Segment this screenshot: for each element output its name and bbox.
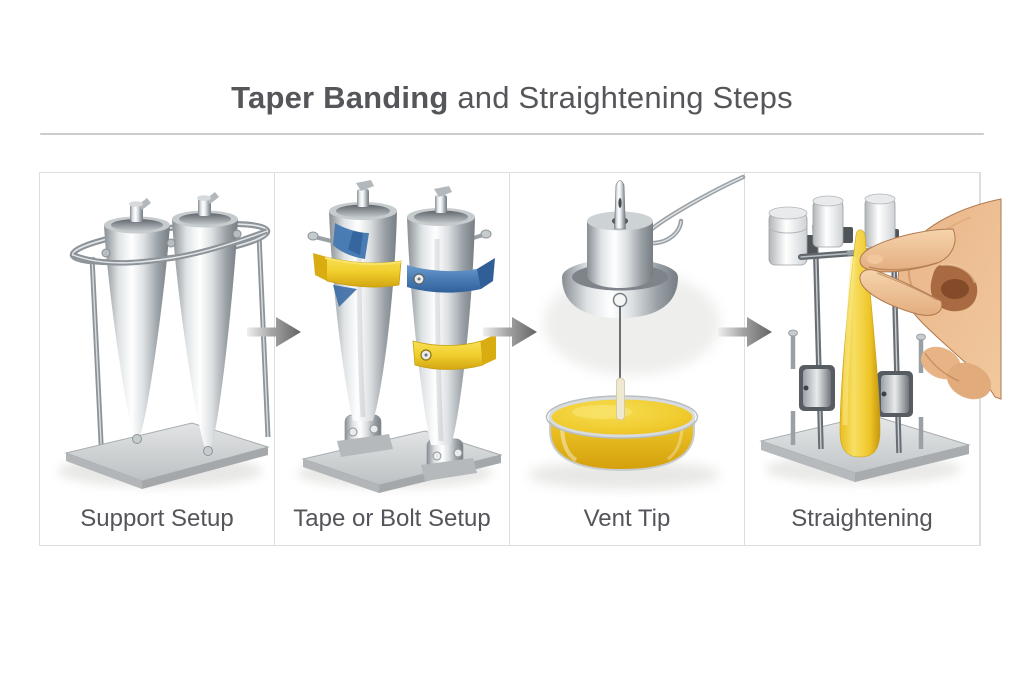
- step-caption: Straightening: [745, 497, 979, 545]
- page-title: Taper Banding and Straightening Steps: [0, 80, 1024, 116]
- vent-tip-over-wax-dish-illustration: [510, 173, 746, 497]
- hand-straightening-taper-illustration: [745, 173, 1002, 497]
- arrow-right-icon: [483, 313, 539, 351]
- step-panel-vent-tip: Vent Tip: [510, 173, 746, 545]
- molds-with-tape-and-bolt-bands-illustration: [275, 173, 509, 497]
- step-caption: Tape or Bolt Setup: [275, 497, 509, 545]
- step-caption: Vent Tip: [510, 497, 744, 545]
- taper-molds-on-support-stand-illustration: [40, 173, 274, 497]
- step-panel-straightening: Straightening: [745, 173, 1002, 545]
- title-divider: [40, 133, 984, 135]
- step-panel-tape-or-bolt-setup: Tape or Bolt Setup: [275, 173, 510, 545]
- step-panel-support-setup: Support Setup: [40, 173, 275, 545]
- step-caption: Support Setup: [40, 497, 274, 545]
- page-title-bold: Taper Banding: [231, 80, 449, 115]
- page-title-rest: and Straightening Steps: [448, 80, 793, 115]
- steps-strip: Support Setup: [39, 172, 1002, 546]
- arrow-right-icon: [718, 313, 774, 351]
- arrow-right-icon: [247, 313, 303, 351]
